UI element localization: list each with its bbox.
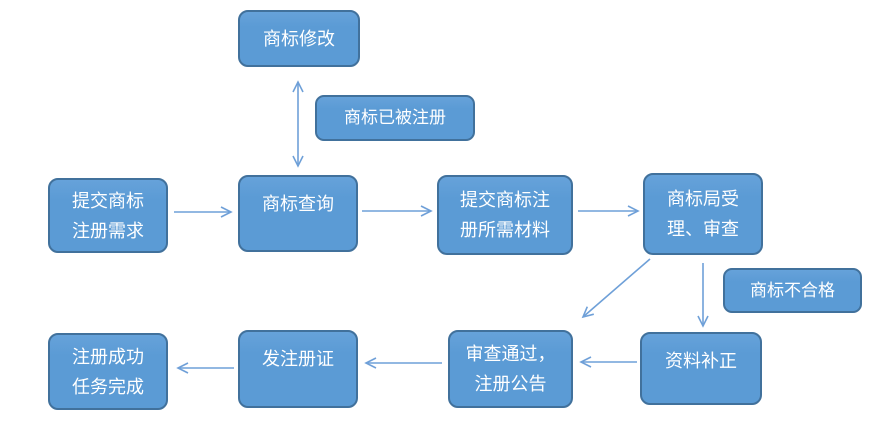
node-already-registered: 商标已被注册 [315, 95, 475, 141]
node-label: 商标已被注册 [344, 108, 446, 127]
node-review-approved: 审查通过， 注册公告 [448, 330, 573, 408]
arrow-supplement-approved [579, 356, 637, 368]
arrow-materials-office [578, 205, 640, 217]
node-material-supplement: 资料补正 [640, 332, 762, 405]
node-label: 商标修改 [263, 28, 335, 49]
arrow-query-modify [292, 80, 304, 168]
node-issue-certificate: 发注册证 [238, 330, 358, 408]
node-label: 发注册证 [262, 349, 334, 369]
node-label: 提交商标 注册需求 [72, 190, 144, 241]
arrow-cert-success [176, 362, 234, 374]
node-trademark-modify: 商标修改 [238, 10, 360, 67]
node-submit-request: 提交商标 注册需求 [48, 178, 168, 253]
node-register-success: 注册成功 任务完成 [48, 333, 168, 410]
arrow-query-materials [362, 205, 433, 217]
arrow-office-supplement [697, 263, 709, 328]
node-label: 审查通过， 注册公告 [465, 344, 556, 394]
arrow-request-query [174, 206, 233, 218]
node-label: 商标局受 理、审查 [667, 189, 739, 239]
node-label: 商标不合格 [750, 280, 835, 300]
node-label: 注册成功 任务完成 [72, 346, 144, 397]
node-office-review: 商标局受 理、审查 [643, 173, 763, 255]
node-trademark-unqualified: 商标不合格 [723, 268, 862, 313]
arrow-office-approved [581, 258, 651, 319]
node-label: 商标查询 [262, 194, 334, 214]
arrow-approved-cert [364, 357, 442, 369]
node-trademark-query: 商标查询 [238, 175, 358, 252]
node-submit-materials: 提交商标注 册所需材料 [437, 175, 573, 255]
node-label: 资料补正 [665, 351, 737, 371]
node-label: 提交商标注 册所需材料 [460, 190, 550, 240]
